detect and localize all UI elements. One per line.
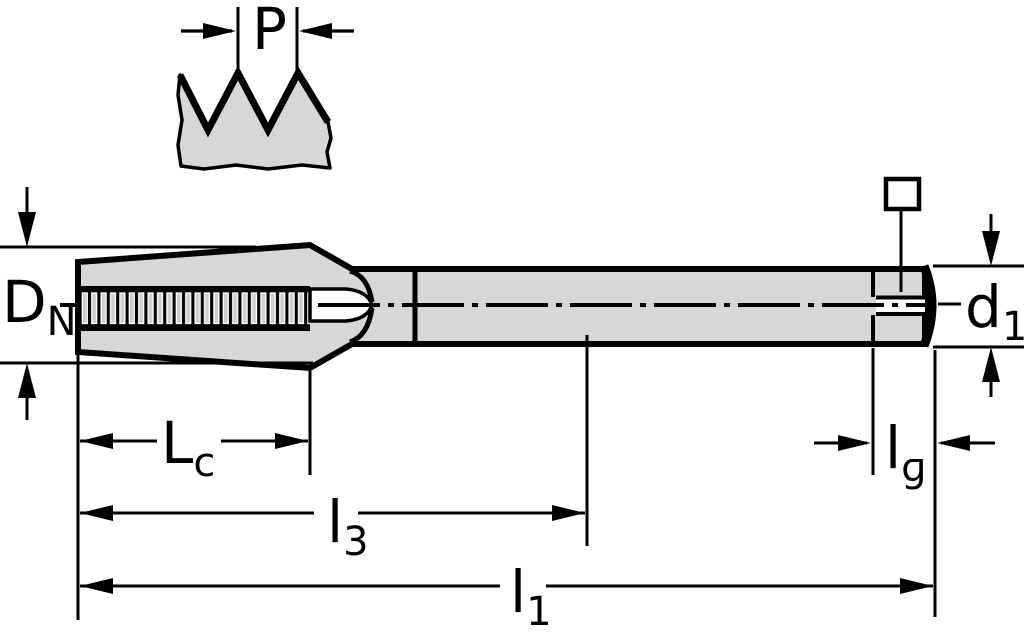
dimension-linework: [0, 187, 1024, 620]
label-square-length: lɡ: [885, 414, 927, 491]
square-drive-symbol: [883, 176, 922, 292]
dimension-d1: [933, 214, 1024, 397]
dimension-lg: [814, 435, 995, 451]
square-drive-icon: [883, 176, 922, 212]
label-chamfer-length: Lc: [161, 409, 216, 486]
dimension-lc: [80, 433, 308, 449]
shank-end-cap: [919, 264, 937, 348]
label-overall-length: l1: [510, 558, 552, 632]
thread-profile-crest: [176, 65, 331, 138]
pitch-arrow-right-head: [299, 23, 332, 39]
square-flat-gap: [876, 299, 925, 312]
tap-body: [60, 241, 937, 372]
thread-pitch-detail: [176, 7, 354, 171]
thread-teeth-band: [80, 286, 310, 331]
dimension-l1: [80, 578, 933, 594]
pitch-arrow-left-head: [203, 23, 236, 39]
neck-runout-curve-top: [349, 268, 375, 303]
dimension-l3: [80, 505, 585, 521]
label-shank-diameter: d1: [965, 273, 1024, 350]
label-thread-length: l3: [327, 488, 369, 565]
dimension-dn: [0, 187, 313, 420]
neck-runout-curve-bottom: [349, 307, 375, 345]
label-nominal-diameter: DN: [2, 268, 77, 345]
label-pitch: P: [252, 0, 287, 63]
